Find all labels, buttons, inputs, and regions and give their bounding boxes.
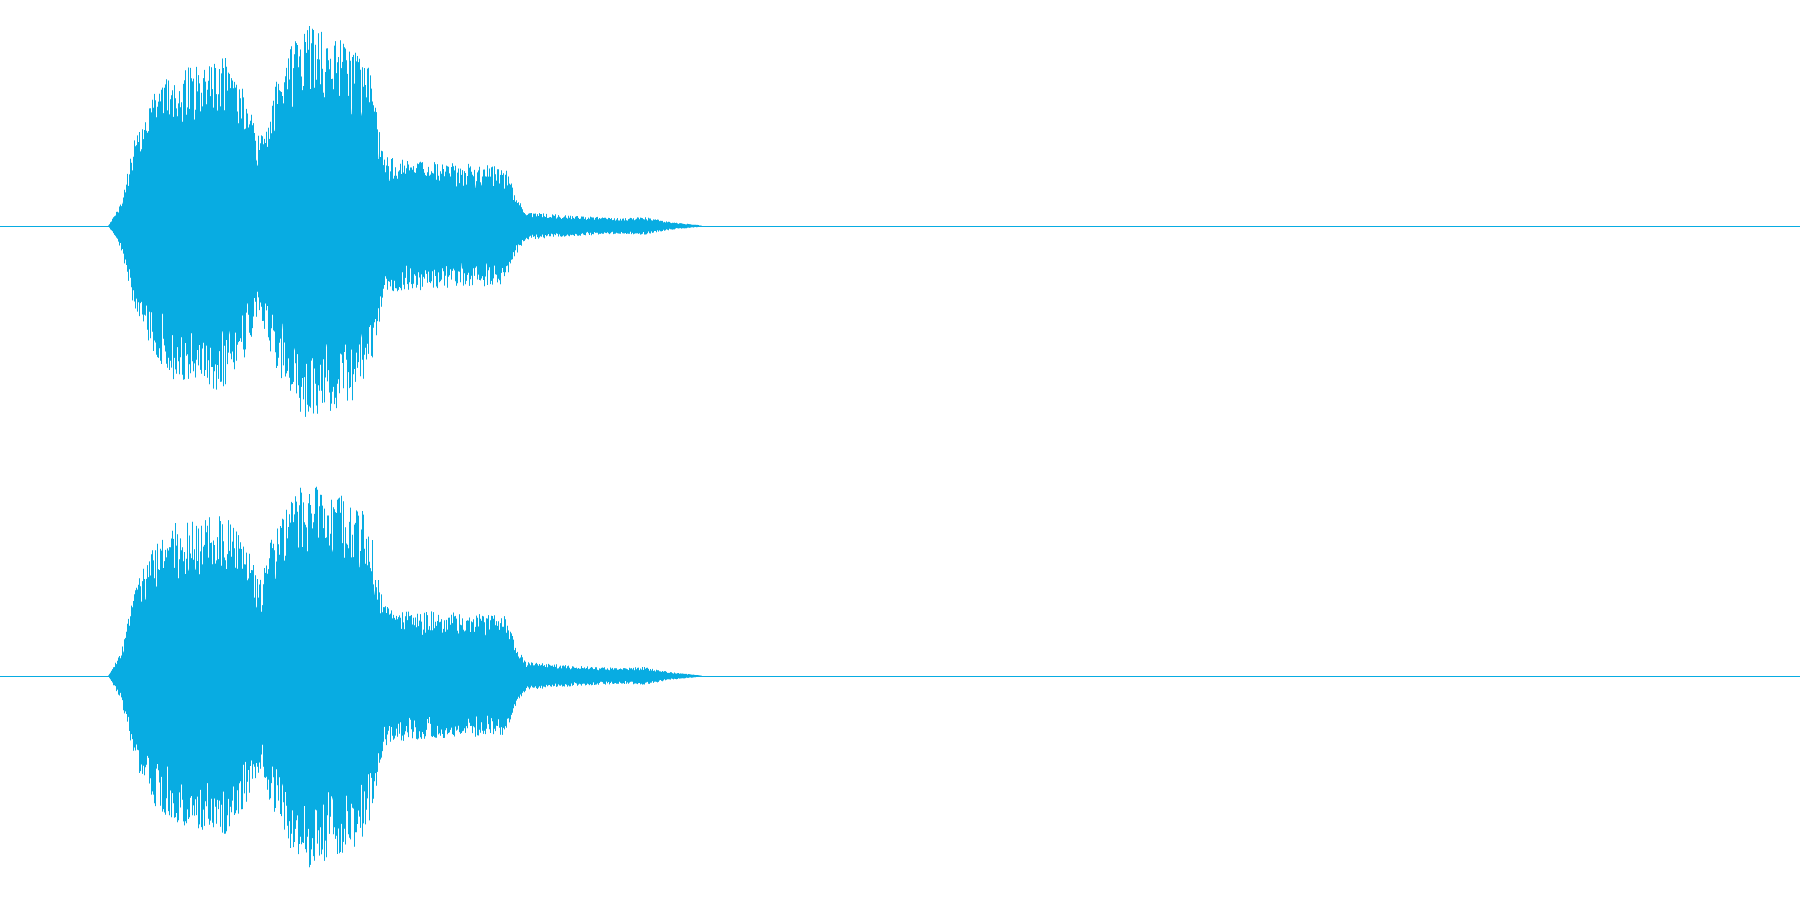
- waveform-peak-lines: [109, 486, 702, 868]
- waveform-channel-right: [0, 450, 1800, 900]
- waveform-right-svg: [0, 486, 1800, 868]
- waveform-channel-left: [0, 26, 1800, 417]
- waveform-peak-lines: [109, 26, 702, 417]
- waveform-peaks: [109, 26, 702, 417]
- waveform-peaks: [109, 486, 702, 868]
- waveform-left-svg: [0, 26, 1800, 417]
